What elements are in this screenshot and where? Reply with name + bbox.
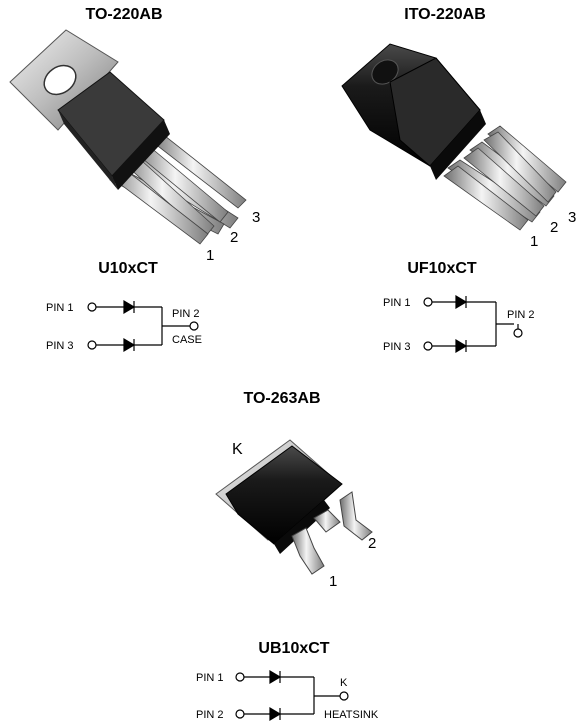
- u10xct-pin-a-label: PIN 1: [46, 302, 74, 314]
- u10xct-pin-b-label: PIN 3: [46, 340, 74, 352]
- schematic-title-uf10xct: UF10xCT: [407, 260, 477, 277]
- uf10xct-pin-b-label: PIN 3: [383, 341, 411, 353]
- uf10xct-output-label: PIN 2: [507, 309, 535, 321]
- ub10xct-output-label: K: [340, 677, 348, 689]
- u10xct-output-label: PIN 2: [172, 308, 200, 320]
- schematic-title-ub10xct: UB10xCT: [258, 640, 330, 657]
- schematic-title-u10xct: U10xCT: [98, 260, 158, 277]
- ub10xct-pin-a-label: PIN 1: [196, 672, 224, 684]
- uf10xct-schematic: [423, 294, 523, 354]
- u10xct-schematic: [87, 299, 199, 353]
- ub10xct-pin-b-label: PIN 2: [196, 709, 224, 721]
- ito220ab-leads: [443, 125, 567, 231]
- package-title-ito220ab: ITO-220AB: [404, 6, 486, 23]
- ub10xct-schematic: [235, 669, 349, 722]
- to263ab-package-illustration: [215, 439, 373, 575]
- ito220ab-pin-3-label: 3: [568, 209, 576, 226]
- package-title-to220ab: TO-220AB: [85, 6, 163, 23]
- ito220ab-pin-2-label: 2: [550, 219, 558, 236]
- u10xct-output-sublabel: CASE: [172, 334, 202, 346]
- uf10xct-pin-a-label: PIN 1: [383, 297, 411, 309]
- to220ab-leads: [103, 131, 247, 245]
- ub10xct-output-sublabel: HEATSINK: [324, 709, 379, 721]
- to220ab-pin-3-label: 3: [252, 209, 260, 226]
- package-title-to263ab: TO-263AB: [243, 390, 321, 407]
- to220ab-package-illustration: [9, 29, 247, 245]
- ito220ab-pin-1-label: 1: [530, 233, 538, 250]
- to263ab-tab-label: K: [232, 441, 243, 458]
- to263ab-pin-1-label: 1: [329, 573, 337, 590]
- ito220ab-package-illustration: [341, 43, 567, 231]
- to220ab-pin-1-label: 1: [206, 247, 214, 264]
- to220ab-pin-2-label: 2: [230, 229, 238, 246]
- mounting-hole: [43, 64, 77, 96]
- to263ab-pin-2-label: 2: [368, 535, 376, 552]
